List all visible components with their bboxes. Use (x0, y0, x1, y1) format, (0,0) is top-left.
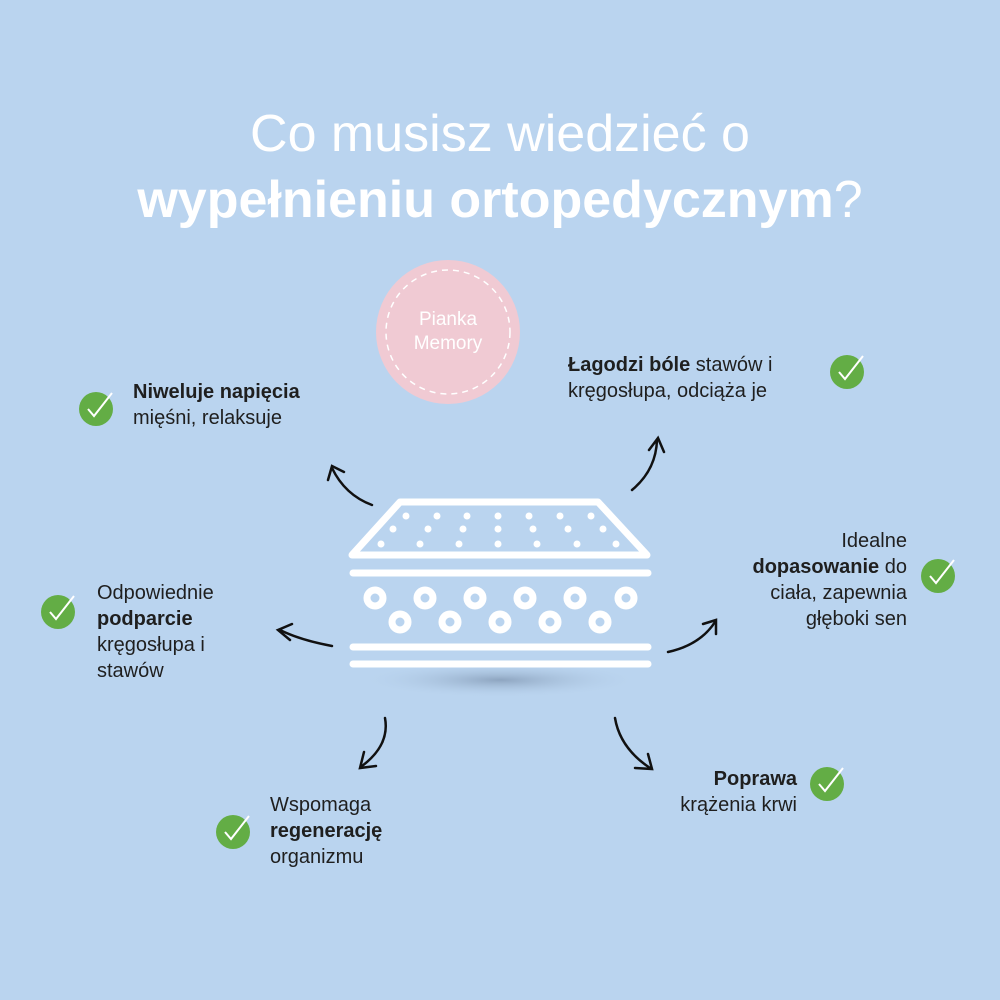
benefit-text: kręgosłupa i (97, 634, 205, 656)
spring-rings (363, 586, 638, 634)
benefit-fit: Idealne dopasowanie do ciała, zapewnia g… (752, 528, 907, 632)
mattress-shadow (360, 662, 640, 698)
benefit-text: do (879, 556, 907, 578)
benefit-bold: Łagodzi bóle (568, 354, 691, 376)
check-icon (216, 815, 250, 849)
benefit-text: stawów (97, 660, 164, 682)
benefit-text: Odpowiednie (97, 582, 214, 604)
check-icon (830, 355, 864, 389)
check-icon (810, 767, 844, 801)
benefit-bold: regenerację (270, 820, 383, 842)
benefit-bold: Niweluje napięcia (133, 381, 300, 403)
benefit-regeneration: Wspomaga regenerację organizmu (270, 792, 382, 870)
check-icon (79, 392, 113, 426)
mattress-top-layer (348, 498, 651, 559)
check-icon (921, 559, 955, 593)
benefit-bold: dopasowanie (752, 556, 880, 578)
benefit-text: kręgosłupa, odciąża je (568, 380, 768, 402)
benefit-text: Idealne (841, 530, 907, 552)
arrow-icon (630, 435, 666, 492)
arrow-icon (326, 464, 374, 507)
benefit-text: krążenia krwi (680, 794, 797, 816)
benefit-text: organizmu (270, 846, 364, 868)
badge-line-2: Memory (413, 333, 483, 354)
check-icon (41, 595, 75, 629)
benefit-text: mięśni, relaksuje (133, 407, 282, 429)
arrow-icon (613, 716, 654, 771)
benefit-text: głęboki sen (805, 608, 907, 630)
foam-dots (377, 512, 620, 548)
benefit-bold: Poprawa (713, 768, 797, 790)
arrow-icon (358, 716, 387, 770)
benefit-support: Odpowiednie podparcie kręgosłupa i stawó… (97, 580, 214, 684)
title-line-1: Co musisz wiedzieć o (250, 105, 750, 163)
title-question-mark: ? (833, 171, 863, 229)
title-bold: wypełnieniu ortopedycznym (137, 171, 834, 229)
benefit-circulation: Poprawa krążenia krwi (680, 766, 797, 818)
benefit-muscle-tension: Niweluje napięcia mięśni, relaksuje (133, 379, 300, 431)
badge-circle (376, 260, 520, 404)
badge-dashed-ring (385, 269, 511, 395)
benefit-bold: podparcie (97, 608, 193, 630)
benefit-pain-relief: Łagodzi bóle stawów i kręgosłupa, odciąż… (568, 352, 772, 404)
benefit-text: Wspomaga (270, 794, 372, 816)
title-line-2: wypełnieniu ortopedycznym? (0, 168, 1000, 232)
pianka-memory-badge: Pianka Memory (376, 260, 520, 404)
arrow-icon (275, 622, 334, 648)
benefit-text: stawów i (690, 354, 773, 376)
benefit-text: ciała, zapewnia (770, 582, 907, 604)
arrow-icon (666, 618, 718, 654)
badge-line-1: Pianka (418, 309, 478, 330)
